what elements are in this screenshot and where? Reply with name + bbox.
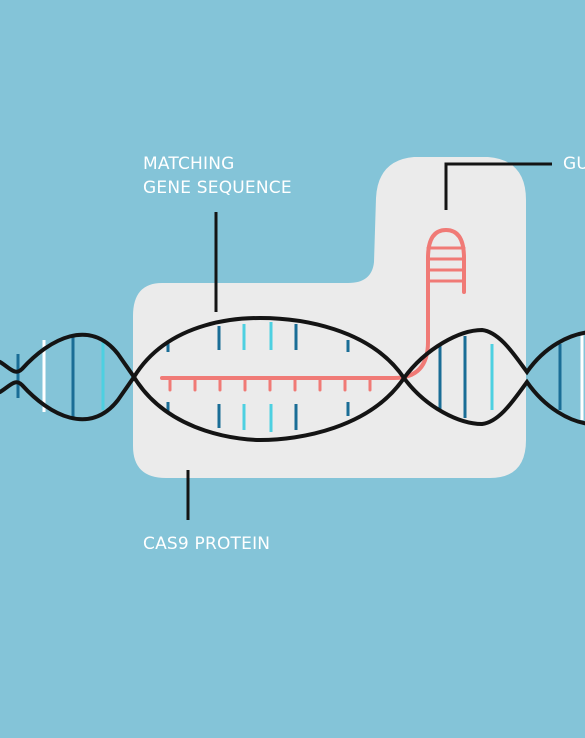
cas9-protein-shape bbox=[133, 157, 526, 478]
guide-rna-bases bbox=[168, 376, 372, 392]
guide-leader-line bbox=[444, 162, 552, 210]
leader-lines bbox=[186, 162, 552, 520]
guide-rna bbox=[160, 228, 466, 392]
matching-gene-sequence-label: MATCHING GENE SEQUENCE bbox=[143, 152, 292, 200]
guide-rna-label: GU bbox=[563, 154, 585, 174]
dna-base-pairs bbox=[16, 322, 584, 432]
guide-rna-strand bbox=[160, 228, 466, 380]
dna-strand-bottom bbox=[0, 373, 585, 443]
matching-label-line2: GENE SEQUENCE bbox=[143, 178, 292, 198]
guide-rna-hairpin-rungs bbox=[426, 246, 466, 283]
cas9-protein-label: CAS9 PROTEIN bbox=[143, 534, 271, 554]
matching-label-line1: MATCHING bbox=[143, 154, 235, 174]
dna-strand-top bbox=[0, 315, 585, 382]
dna-backbone bbox=[0, 315, 585, 443]
